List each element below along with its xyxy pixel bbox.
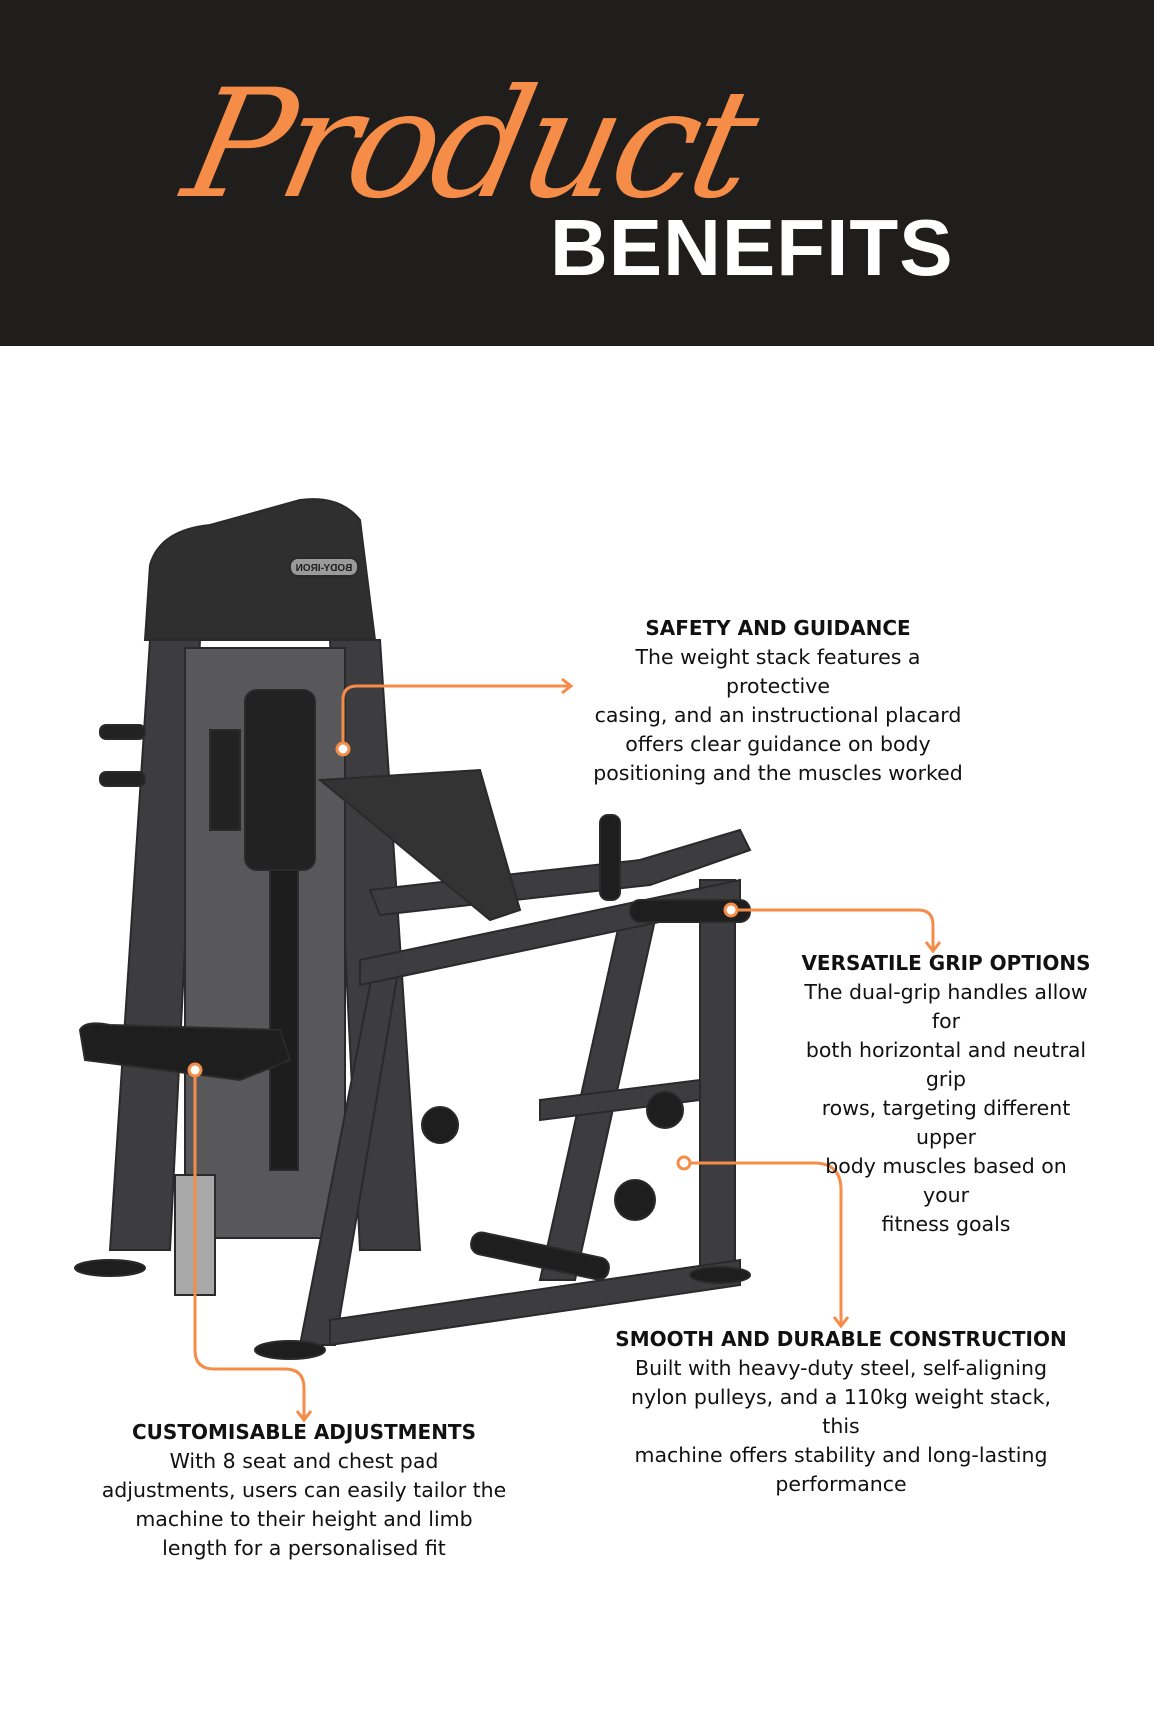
header-banner: Product BENEFITS	[0, 0, 1154, 346]
callout-dots	[187, 741, 739, 1171]
benefit-line: Built with heavy-duty steel, self-aligni…	[635, 1356, 1047, 1380]
benefit-line: offers clear guidance on body	[625, 732, 931, 756]
benefit-line: length for a personalised fit	[162, 1536, 446, 1560]
benefit-line: machine offers stability and long-lastin…	[634, 1443, 1048, 1467]
benefit-line: With 8 seat and chest pad	[169, 1449, 439, 1473]
brand-badge	[289, 557, 359, 577]
callout-adjustments	[193, 1070, 306, 1419]
callout-safety	[341, 684, 570, 749]
benefit-line: performance	[775, 1472, 907, 1496]
benefit-title: VERSATILE GRIP OPTIONS	[801, 951, 1091, 975]
benefit-construction: SMOOTH AND DURABLE CONSTRUCTION Built wi…	[615, 1325, 1066, 1499]
benefit-line: nylon pulleys, and a 110kg weight stack,…	[630, 1385, 1051, 1438]
callout-lines	[193, 677, 942, 1423]
callout-grip	[731, 908, 935, 950]
benefit-line: casing, and an instructional placard	[594, 703, 962, 727]
benefit-line: fitness goals	[881, 1212, 1011, 1236]
benefit-line: The dual-grip handles allow for	[804, 980, 1088, 1033]
callout-construction	[684, 1161, 843, 1325]
benefit-title: SMOOTH AND DURABLE CONSTRUCTION	[615, 1327, 1067, 1351]
benefit-line: positioning and the muscles worked	[593, 761, 963, 785]
benefit-line: both horizontal and neutral grip	[805, 1038, 1087, 1091]
benefit-grip: VERSATILE GRIP OPTIONS The dual-grip han…	[801, 949, 1090, 1239]
benefit-title: SAFETY AND GUIDANCE	[645, 616, 911, 640]
benefit-line: body muscles based on your	[825, 1154, 1067, 1207]
benefit-adjustments: CUSTOMISABLE ADJUSTMENTS With 8 seat and…	[102, 1418, 507, 1563]
benefit-line: The weight stack features a protective	[635, 645, 921, 698]
benefit-title: CUSTOMISABLE ADJUSTMENTS	[132, 1420, 476, 1444]
brand-label: BODY-IRON	[296, 563, 353, 574]
header-title: BENEFITS	[550, 203, 954, 292]
benefit-line: rows, targeting different upper	[821, 1096, 1071, 1149]
benefit-line: machine to their height and limb	[135, 1507, 473, 1531]
gym-machine	[74, 498, 752, 1360]
benefit-line: adjustments, users can easily tailor the	[101, 1478, 507, 1502]
benefit-safety: SAFETY AND GUIDANCE The weight stack fea…	[590, 614, 966, 788]
